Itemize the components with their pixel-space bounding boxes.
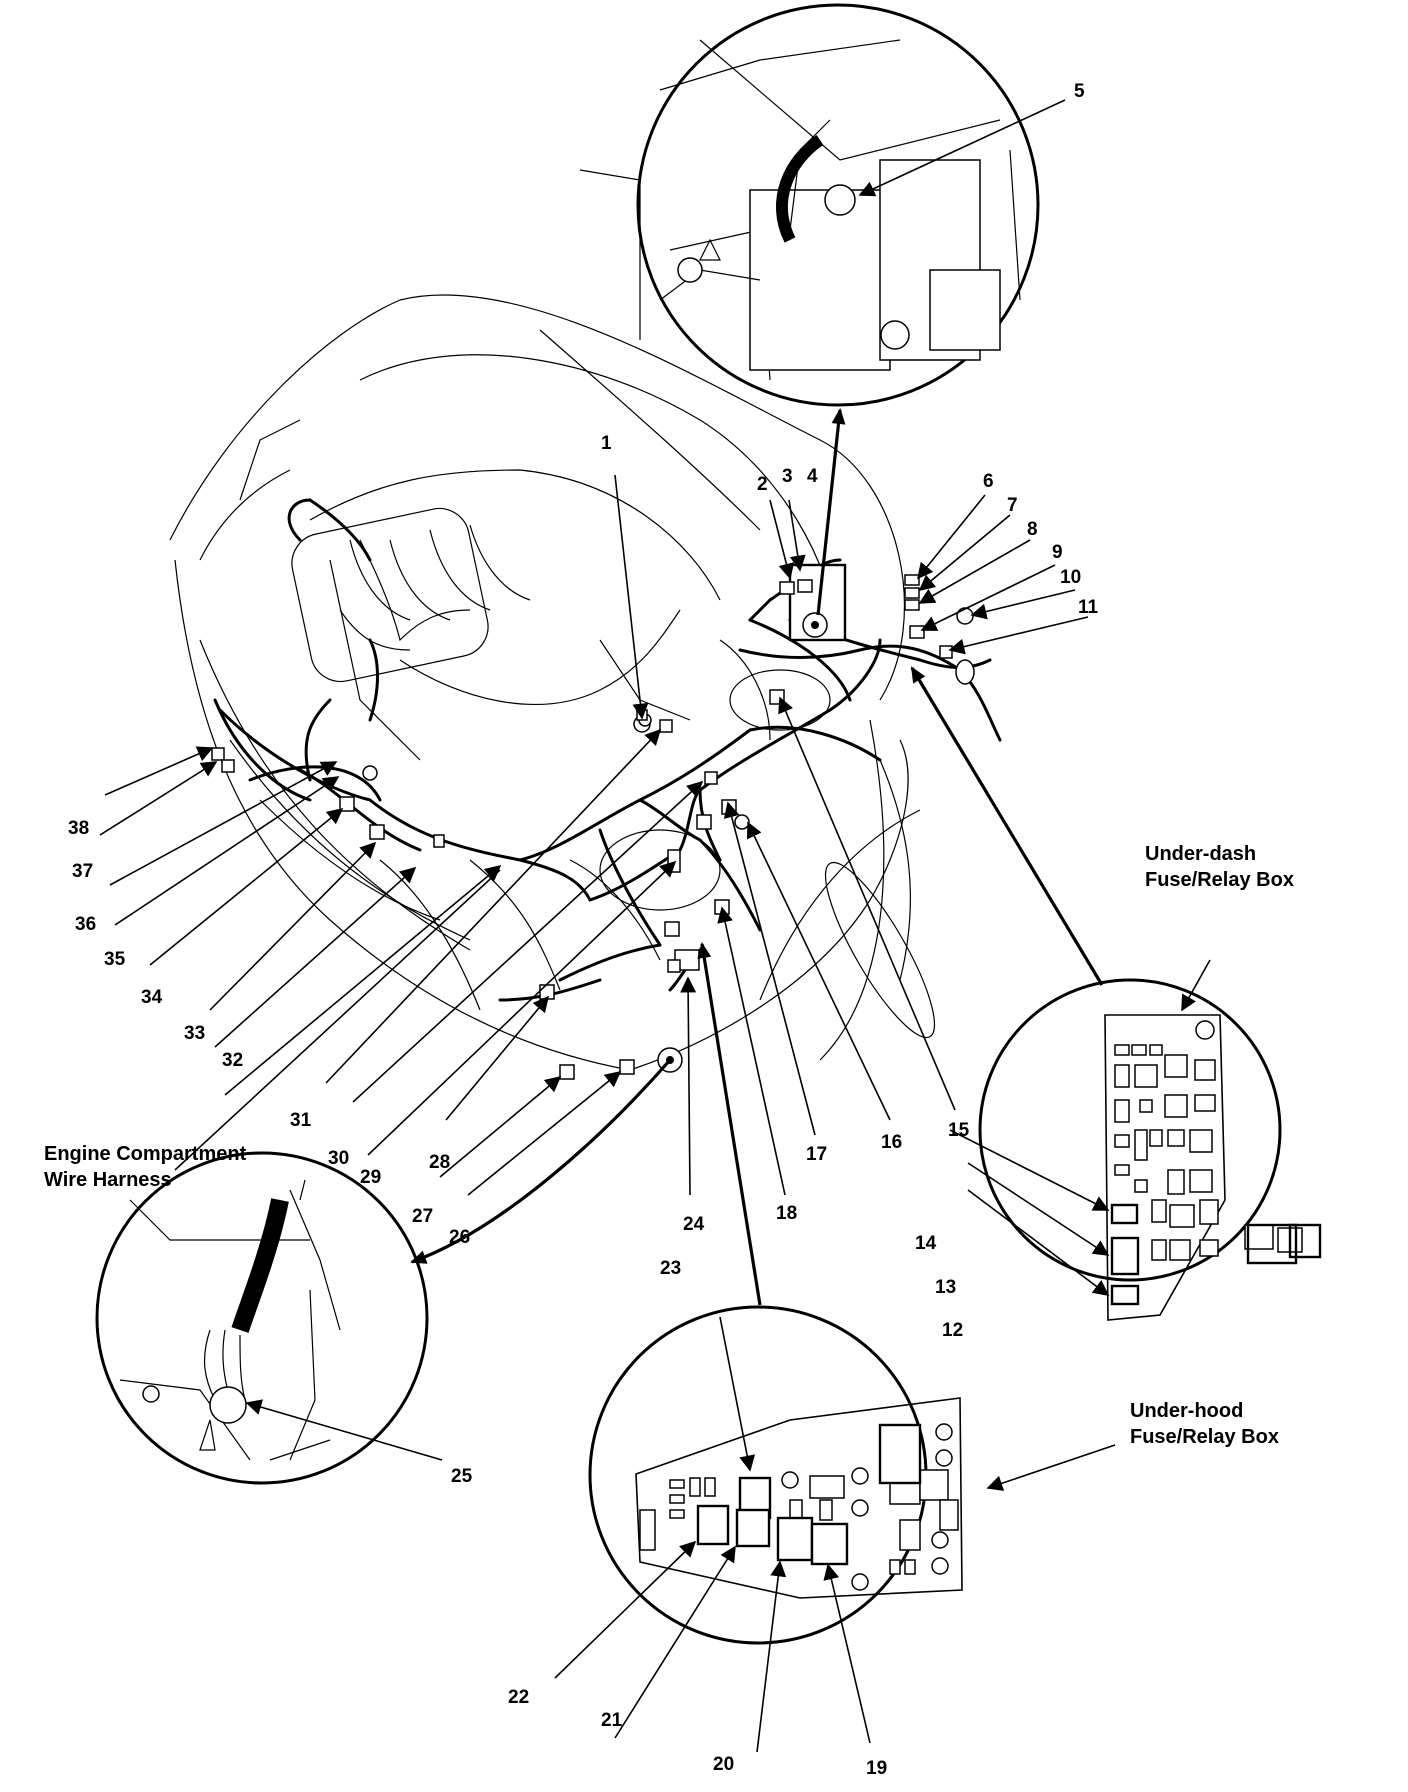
connector-icon: [714, 899, 730, 915]
detail-circle-under-dash: [978, 978, 1322, 1321]
callout-12: 12: [942, 1320, 963, 1341]
callout-numbers: 1 2 3 4 5 6 7 8 9 10 11 12 13 14 15 16 1…: [68, 81, 1099, 1779]
callout-24: 24: [683, 1214, 705, 1235]
engine-bay-artwork: [169, 294, 936, 1071]
callout-27: 27: [412, 1206, 433, 1227]
callout-23: 23: [660, 1258, 681, 1279]
connector-icon: [433, 834, 445, 848]
connector-icon: [362, 765, 378, 781]
connector-icon: [909, 625, 925, 639]
connector-icon: [659, 719, 673, 733]
callout-7: 7: [1007, 495, 1018, 516]
connector-icon: [221, 759, 235, 773]
connector-icon: [664, 921, 680, 937]
callout-30: 30: [328, 1148, 349, 1169]
callout-36: 36: [75, 914, 96, 935]
under-hood-label-line1: Under-hood: [1130, 1400, 1243, 1422]
callout-25: 25: [451, 1466, 473, 1487]
connector-icon: [667, 959, 681, 973]
callout-3: 3: [782, 466, 793, 487]
connector-icon: [797, 579, 813, 593]
callout-35: 35: [104, 949, 126, 970]
callout-26: 26: [449, 1227, 470, 1248]
connector-icon: [904, 599, 920, 611]
callout-8: 8: [1027, 519, 1038, 540]
callout-6: 6: [983, 471, 994, 492]
connector-icon: [779, 581, 795, 595]
callout-9: 9: [1052, 542, 1063, 563]
connector-icon: [667, 849, 681, 873]
connector-icon: [539, 984, 555, 1000]
callout-20: 20: [713, 1754, 734, 1775]
callout-14: 14: [915, 1233, 937, 1254]
connector-icon: [369, 824, 385, 840]
callout-34: 34: [141, 987, 163, 1008]
callout-29: 29: [360, 1167, 381, 1188]
callout-17: 17: [806, 1144, 827, 1165]
connector-icon: [939, 645, 953, 659]
connector-icon: [211, 747, 225, 761]
harness-label-line1: Engine Compartment: [44, 1143, 247, 1165]
callout-19: 19: [866, 1758, 887, 1779]
detail-circle-top: [579, 3, 1040, 407]
callout-28: 28: [429, 1152, 450, 1173]
harness-label-line2: Wire Harness: [44, 1169, 172, 1191]
under-hood-label-line2: Fuse/Relay Box: [1130, 1426, 1279, 1448]
detail-circle-under-hood: [588, 1305, 963, 1645]
connector-icon: [956, 607, 974, 625]
under-dash-label-line2: Fuse/Relay Box: [1145, 869, 1294, 891]
connector-icon: [339, 796, 355, 812]
callout-15: 15: [948, 1120, 970, 1141]
connector-icon: [619, 1059, 635, 1075]
connector-icon: [904, 587, 920, 599]
callout-10: 10: [1060, 567, 1081, 588]
callout-18: 18: [776, 1203, 797, 1224]
connector-icon: [734, 814, 750, 830]
under-dash-label-line1: Under-dash: [1145, 843, 1256, 865]
callout-11: 11: [1078, 597, 1099, 618]
detail-circle-left: [95, 1151, 429, 1485]
callout-37: 37: [72, 861, 93, 882]
callout-38: 38: [68, 818, 89, 839]
callout-22: 22: [508, 1687, 529, 1708]
connector-icon: [696, 814, 712, 830]
component-labels: Under-dash Fuse/Relay Box Under-hood Fus…: [44, 843, 1294, 1448]
callout-4: 4: [807, 466, 818, 487]
connector-icon: [904, 574, 920, 586]
connector-icon: [559, 1064, 575, 1080]
callout-32: 32: [222, 1050, 243, 1071]
callout-33: 33: [184, 1023, 205, 1044]
connector-icon: [704, 771, 718, 785]
callout-2: 2: [757, 474, 768, 495]
callout-16: 16: [881, 1132, 902, 1153]
callout-5: 5: [1074, 81, 1085, 102]
callout-21: 21: [601, 1710, 623, 1731]
wire-harness-route: [213, 498, 1002, 1002]
callout-1: 1: [601, 433, 612, 454]
callout-13: 13: [935, 1277, 956, 1298]
callout-31: 31: [290, 1110, 312, 1131]
leader-lines: [99, 99, 1211, 1753]
